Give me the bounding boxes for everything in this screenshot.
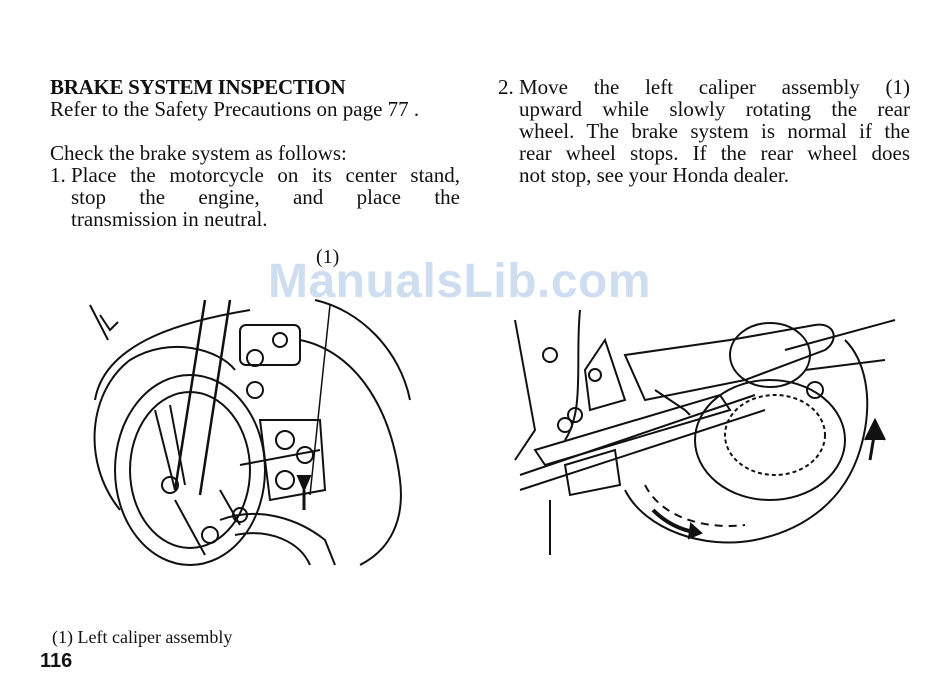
step-line: Place the motorcycle on its center stand…: [71, 163, 460, 187]
watermark: ManualsLib.com: [268, 255, 652, 308]
step-number: 1.: [50, 163, 66, 187]
right-column: 2. Move the left caliper assembly (1) up…: [498, 76, 910, 186]
step-line: transmission in neutral.: [71, 207, 268, 231]
step-number: 2.: [498, 75, 514, 99]
left-column: BRAKE SYSTEM INSPECTION Refer to the Saf…: [50, 76, 460, 230]
step-line: rear wheel stops. If the rear wheel does: [519, 141, 910, 165]
step-text: Move the left caliper assembly (1) upwar…: [519, 76, 910, 186]
section-title: BRAKE SYSTEM INSPECTION: [50, 75, 346, 99]
step-line: stop the engine, and place the: [71, 185, 460, 209]
figure-callout: (1): [316, 246, 340, 268]
step-line: upward while slowly rotating the rear: [519, 97, 910, 121]
page-number: 116: [40, 650, 73, 672]
rotation-arrow-icon: [651, 508, 696, 534]
step-text: Place the motorcycle on its center stand…: [71, 164, 460, 230]
step-line: not stop, see your Honda dealer.: [519, 163, 790, 187]
rear-wheel-illustration: [514, 309, 896, 555]
lead-text: Check the brake system as follows:: [50, 141, 347, 165]
step-1: 1. Place the motorcycle on its center st…: [50, 164, 460, 230]
arrow-up-icon: [296, 475, 312, 493]
front-caliper-illustration: [89, 299, 411, 566]
step-line: wheel. The brake system is normal if the: [519, 119, 910, 143]
figure-caption: (1) Left caliper assembly: [52, 627, 233, 647]
step-2: 2. Move the left caliper assembly (1) up…: [498, 76, 910, 186]
step-line: Move the left caliper assembly (1): [519, 75, 910, 99]
safety-reference: Refer to the Safety Precautions on page …: [50, 97, 420, 121]
